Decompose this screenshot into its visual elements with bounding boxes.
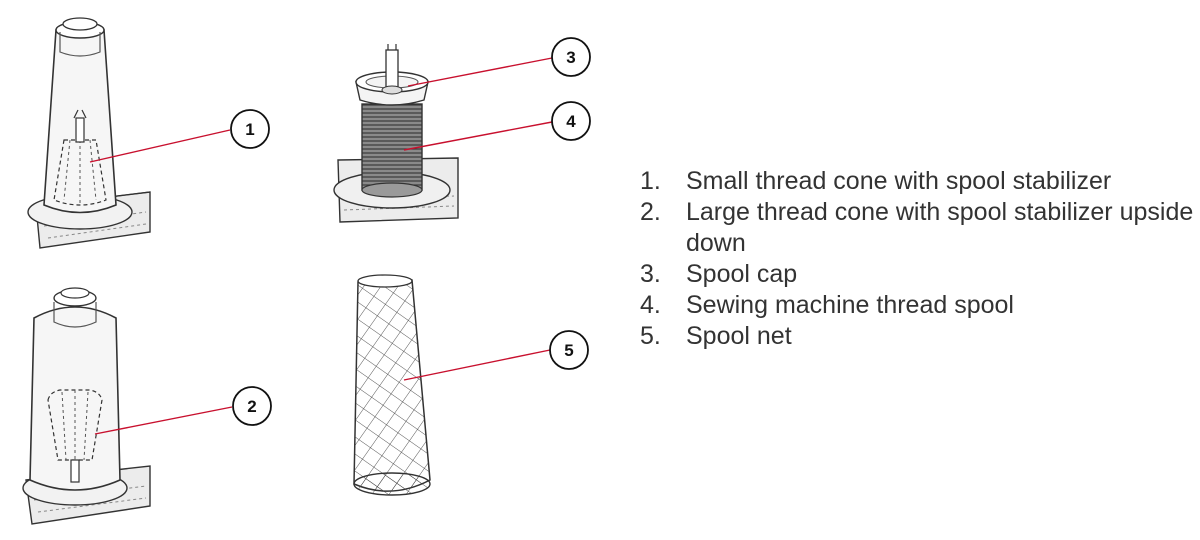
callout-number: 3 [566, 48, 575, 67]
legend-item: 4. Sewing machine thread spool [640, 290, 1196, 321]
leader-lines [89, 57, 553, 435]
legend-text: Sewing machine thread spool [686, 291, 1014, 319]
callout-4: 4 [551, 101, 591, 141]
callout-number: 2 [247, 397, 256, 416]
legend-text: Spool cap [686, 260, 798, 288]
callout-number: 5 [564, 341, 573, 360]
legend-text: Small thread cone with spool stabilizer [686, 167, 1112, 195]
callout-1: 1 [230, 109, 270, 149]
leader-line-4 [403, 121, 553, 151]
leader-line-3 [407, 57, 553, 87]
legend-item: 3. Spool cap [640, 259, 1196, 290]
callout-2: 2 [232, 386, 272, 426]
callout-number: 1 [245, 120, 254, 139]
callout-5: 5 [549, 330, 589, 370]
spool-net-figure [353, 274, 431, 496]
leader-line-1 [89, 129, 231, 163]
legend-item: 5. Spool net [640, 321, 1196, 352]
large-cone-figure [22, 287, 151, 525]
legend-item: 2. Large thread cone with spool stabiliz… [640, 197, 1196, 259]
legend-list: 1. Small thread cone with spool stabiliz… [640, 166, 1196, 352]
legend-text: Large thread cone with spool stabilizer … [686, 198, 1194, 257]
legend-item: 1. Small thread cone with spool stabiliz… [640, 166, 1196, 197]
legend-number: 2. [640, 198, 661, 226]
small-cone-figure [27, 17, 151, 249]
legend-number: 3. [640, 260, 661, 288]
callout-number: 4 [566, 112, 576, 131]
callout-3: 3 [551, 37, 591, 77]
legend-number: 4. [640, 291, 661, 319]
legend-number: 1. [640, 167, 661, 195]
legend-number: 5. [640, 322, 661, 350]
spool-figure [333, 44, 459, 223]
legend-text: Spool net [686, 322, 792, 350]
leader-line-2 [94, 406, 233, 435]
leader-line-5 [403, 349, 551, 381]
